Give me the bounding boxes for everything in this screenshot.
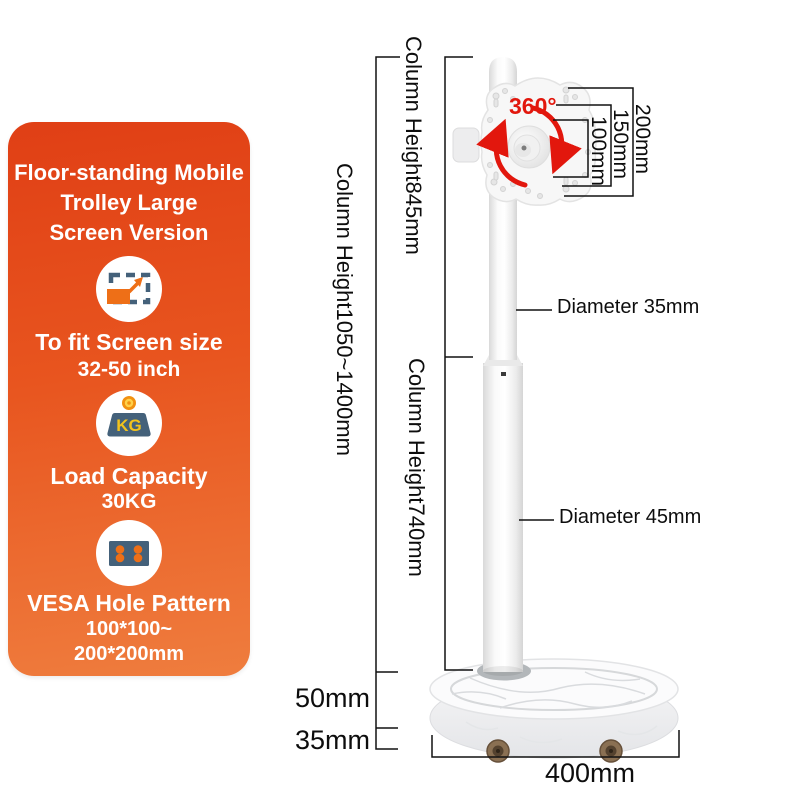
tilt-pivot (507, 125, 551, 169)
label-column-height-845: Column Height845mm (401, 36, 426, 255)
screen-size-icon (96, 256, 162, 322)
label-rotation-360: 360° (509, 93, 557, 119)
lower-column (483, 355, 523, 676)
feature-vesa-value-line2: 200*200mm (73, 643, 185, 665)
vesa-plate (476, 77, 597, 206)
trolley-base (429, 658, 679, 763)
label-vesa-200mm: 200mm (631, 104, 654, 175)
label-vesa-150mm: 150mm (609, 109, 632, 180)
dim-bracket-845 (444, 56, 473, 671)
label-diameter-45mm: Diameter 45mm (559, 506, 702, 528)
rotation-arrows-icon (476, 105, 582, 188)
feature-screen-size-value: 32-50 inch (77, 358, 181, 381)
load-capacity-icon: KG (96, 390, 162, 456)
adjust-screw-hole (501, 372, 506, 376)
vesa-holes (487, 86, 591, 199)
label-column-height-740: Column Height740mm (404, 358, 429, 577)
label-wheel-height-35mm: 35mm (295, 725, 371, 755)
feature-vesa-title: VESA Hole Pattern (27, 590, 231, 616)
panel-title-line3: Screen Version (49, 220, 209, 245)
feature-load-capacity-value: 30KG (101, 490, 157, 513)
label-column-height-total: Column Height1050~1400mm (332, 163, 357, 456)
dim-bracket-base-width (431, 730, 680, 758)
vesa-pattern-icon (96, 520, 162, 586)
dim-bracket-total-height (375, 56, 400, 750)
label-diameter-35mm: Diameter 35mm (557, 296, 700, 318)
dim-bracket-vesa-150 (556, 104, 612, 187)
pole-clamp (452, 127, 480, 163)
label-base-width-400mm: 400mm (544, 758, 636, 788)
feature-panel: Floor-standing Mobile Trolley Large Scre… (8, 122, 250, 676)
dimension-lines (375, 56, 680, 758)
feature-load-capacity-title: Load Capacity (50, 463, 208, 489)
marble-veins (451, 671, 658, 744)
dim-bracket-vesa-200 (564, 87, 634, 197)
panel-title: Floor-standing Mobile Trolley Large Scre… (8, 158, 250, 248)
panel-title-line2: Trolley Large (60, 190, 198, 215)
panel-title-line1: Floor-standing Mobile (14, 160, 244, 185)
label-base-height-50mm: 50mm (295, 683, 371, 713)
label-vesa-100mm: 100mm (587, 116, 610, 187)
kg-icon-text: KG (116, 416, 142, 435)
feature-screen-size-title: To fit Screen size (35, 329, 223, 355)
feature-vesa-value-line1: 100*100~ (85, 618, 173, 640)
dim-bracket-vesa-100 (553, 119, 589, 178)
